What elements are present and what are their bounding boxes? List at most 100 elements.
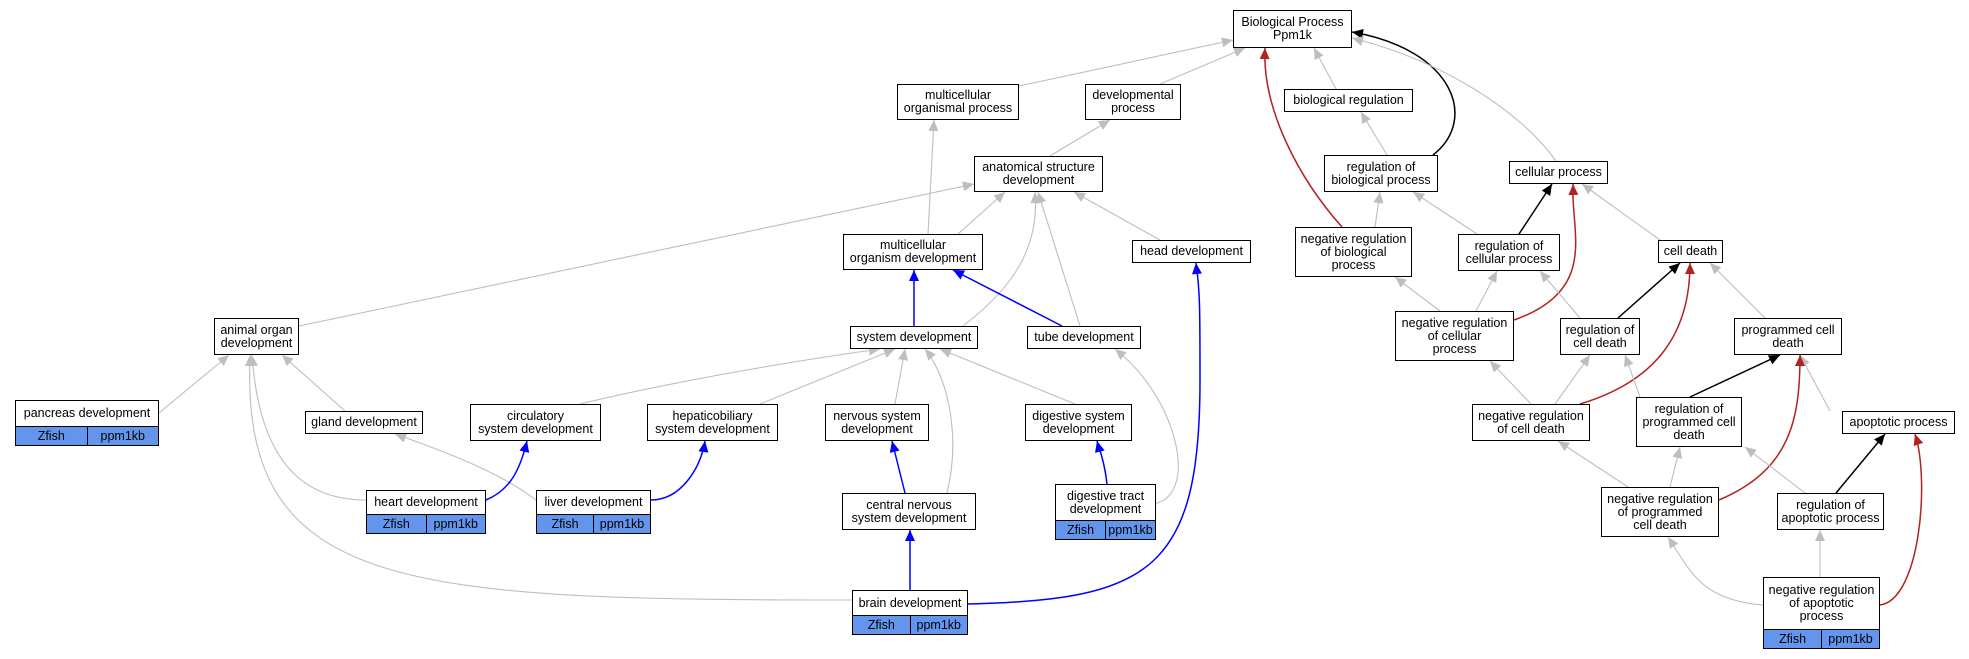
gene-cell: ppm1kb (1821, 630, 1879, 648)
edge-arrowhead-36 (395, 433, 408, 443)
edge-27 (281, 354, 346, 412)
node-label: regulation of apoptotic process (1781, 497, 1880, 525)
node-label: developmental process (1092, 88, 1174, 115)
edge-36 (394, 433, 537, 501)
node-cellular-process[interactable]: cellular process (1509, 161, 1608, 184)
edge-arrowhead-51 (1795, 355, 1805, 366)
node-label: programmed cell death (1741, 322, 1835, 350)
edge-4 (1351, 37, 1557, 162)
node-label: nervous system development (833, 408, 921, 436)
edge-42 (967, 262, 1201, 605)
node-gland-development[interactable]: gland development (305, 411, 423, 434)
node-negative-regulation-of-cellular-process[interactable]: negative regulation of cellular process (1395, 311, 1514, 361)
species-cell: Zfish (1778, 632, 1807, 646)
edge-56 (1879, 433, 1923, 606)
node-head-development[interactable]: head development (1132, 240, 1251, 263)
edge-arrowhead-20 (953, 270, 966, 280)
node-label: central nervous system development (851, 497, 967, 525)
edge-3 (1351, 31, 1456, 156)
node-label: biological regulation (1293, 93, 1404, 107)
node-developmental-process[interactable]: developmental process (1085, 84, 1181, 120)
node-system-development[interactable]: system development (850, 326, 978, 349)
node-regulation-of-cell-death[interactable]: regulation of cell death (1560, 318, 1640, 355)
node-animal-organ-development[interactable]: animal organ development (214, 318, 299, 355)
node-label: negative regulation of cellular process (1401, 315, 1508, 356)
edge-arrowhead-7 (928, 120, 939, 132)
node-label: multicellular organism development (849, 238, 977, 265)
node-label: regulation of cellular process (1465, 238, 1553, 266)
edge-arrowhead-39 (889, 441, 900, 453)
edge-arrowhead-18 (1568, 184, 1579, 196)
edge-arrowhead-17 (1582, 184, 1594, 195)
node-label: regulation of cell death (1565, 322, 1635, 350)
species-cell: Zfish (1066, 523, 1095, 537)
edge-arrowhead-15 (1413, 192, 1425, 203)
edge-5 (1264, 47, 1343, 228)
node-multicellular-organism-development[interactable]: multicellular organism development (843, 234, 983, 270)
node-regulation-of-programmed-cell-death[interactable]: regulation of programmed cell death (1636, 397, 1742, 447)
edge-arrowhead-23 (1540, 271, 1551, 283)
edge-arrowhead-47 (1767, 355, 1780, 365)
node-circulatory-system-development[interactable]: circulatory system development (470, 404, 601, 441)
node-multicellular-organismal-process[interactable]: multicellular organismal process (897, 84, 1019, 120)
species-cell: Zfish (551, 517, 579, 531)
node-programmed-cell-death[interactable]: programmed cell death (1734, 318, 1842, 355)
edge-arrowhead-21 (1395, 277, 1407, 288)
node-anatomical-structure-development[interactable]: anatomical structure development (974, 156, 1103, 192)
edge-arrowhead-38 (698, 441, 709, 453)
node-biological-regulation[interactable]: biological regulation (1284, 89, 1413, 112)
edge-arrowhead-1 (1232, 47, 1245, 57)
edge-24 (1617, 262, 1681, 319)
species-cell: Zfish (37, 429, 65, 443)
node-apoptotic-process[interactable]: apoptotic process (1842, 411, 1955, 434)
node-negative-regulation-of-biological-process[interactable]: negative regulation of biological proces… (1295, 227, 1412, 277)
edge-arrowhead-24 (1668, 263, 1680, 275)
node-nervous-system-development[interactable]: nervous system development (825, 404, 929, 441)
edge-arrowhead-25 (1710, 263, 1722, 275)
node-label: tube development (1034, 330, 1134, 344)
edge-arrowhead-42 (1191, 263, 1202, 275)
node-regulation-of-biological-process[interactable]: regulation of biological process (1324, 155, 1438, 192)
edge-34 (939, 348, 1076, 405)
node-negative-regulation-of-programmed-cell-death[interactable]: negative regulation of programmed cell d… (1601, 487, 1719, 537)
node-label: regulation of biological process (1331, 159, 1431, 187)
edge-12 (962, 191, 1037, 327)
edge-47 (1689, 354, 1781, 398)
edge-52 (1744, 446, 1806, 494)
edge-1 (1159, 47, 1246, 85)
edge-35 (1114, 348, 1179, 505)
edge-arrowhead-31 (882, 348, 895, 358)
node-label: hepaticobiliary system development (655, 408, 770, 436)
node-label: negative regulation of cell death (1478, 408, 1584, 436)
node-regulation-of-apoptotic-process[interactable]: regulation of apoptotic process (1777, 493, 1884, 530)
node-tube-development[interactable]: tube development (1027, 326, 1141, 349)
node-biological-process[interactable]: Biological Process Ppm1k (1233, 10, 1352, 48)
edge-arrowhead-8 (1097, 120, 1110, 130)
edge-11 (298, 183, 975, 327)
annotation-row: Zfish ppm1kb (1764, 629, 1879, 648)
edge-31 (759, 348, 896, 405)
edge-8 (1049, 119, 1111, 157)
edge-arrowhead-49 (1558, 441, 1570, 452)
node-label: cell death (1663, 244, 1718, 258)
node-negative-regulation-of-cell-death[interactable]: negative regulation of cell death (1472, 404, 1590, 441)
node-negative-regulation-of-apoptotic-process[interactable]: negative regulation of apoptotic process… (1763, 577, 1880, 649)
species-cell: Zfish (382, 517, 410, 531)
edge-arrowhead-13 (1036, 192, 1046, 204)
node-central-nervous-system-development[interactable]: central nervous system development (842, 493, 976, 530)
node-label: Biological Process Ppm1k (1241, 15, 1344, 42)
node-digestive-system-development[interactable]: digestive system development (1025, 404, 1132, 441)
node-hepaticobiliary-system-development[interactable]: hepaticobiliary system development (647, 404, 778, 441)
node-regulation-of-cellular-process[interactable]: regulation of cellular process (1458, 234, 1560, 271)
node-cell-death[interactable]: cell death (1658, 240, 1723, 263)
